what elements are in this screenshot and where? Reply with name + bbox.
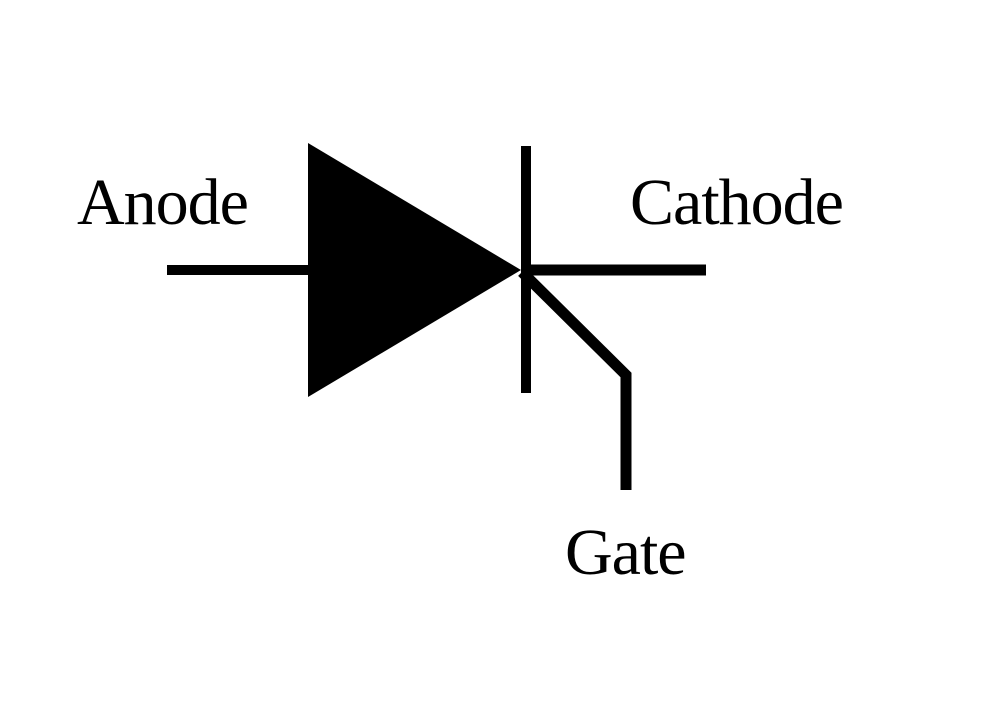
gate-label: Gate <box>565 516 687 589</box>
gate-lead-line <box>518 268 632 490</box>
cathode-label: Cathode <box>630 166 844 239</box>
diode-triangle <box>308 143 521 397</box>
anode-label: Anode <box>77 166 249 239</box>
